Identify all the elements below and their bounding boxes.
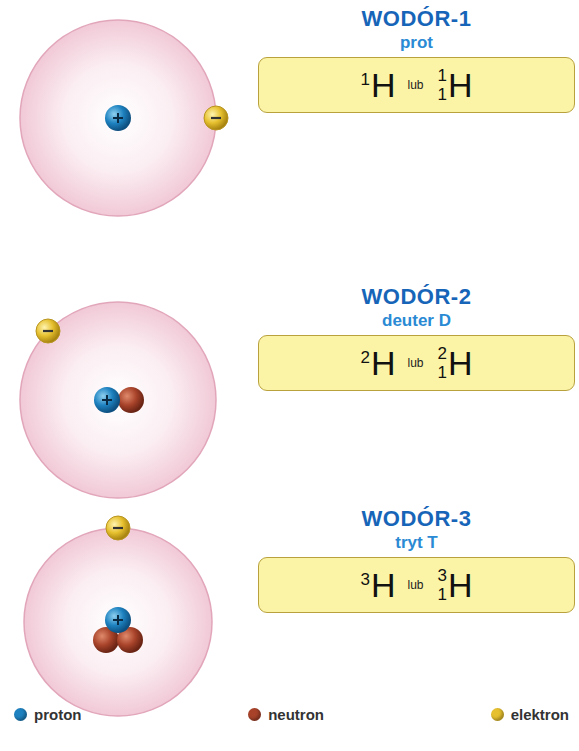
isotope-formula: 3Hlub31H (360, 565, 472, 605)
isotope-common-name: prot (258, 32, 575, 53)
isotope-formula: 1Hlub11H (360, 65, 472, 105)
hydrogen-3-atom (24, 516, 212, 716)
legend: proton neutron elektron (14, 706, 569, 723)
atomic-number: 1 (438, 364, 447, 381)
element-symbol: H (371, 565, 396, 605)
isotope-name: WODÓR-3 (258, 506, 575, 532)
isotope-box: WODÓR-1prot1Hlub11H (258, 6, 575, 113)
legend-swatch (248, 708, 261, 721)
connector-word: lub (407, 356, 423, 370)
isotope-name: WODÓR-2 (258, 284, 575, 310)
legend-item: proton (14, 706, 81, 723)
mass-number: 2 (438, 345, 447, 362)
atomic-number: 1 (438, 586, 447, 603)
isotope-numbers: 3 (360, 571, 369, 600)
element-symbol: H (448, 65, 473, 105)
legend-item: neutron (248, 706, 324, 723)
formula-box: 1Hlub11H (258, 57, 575, 113)
legend-text: proton (34, 706, 81, 723)
isotope-numbers: 31 (438, 567, 447, 603)
legend-item: elektron (491, 706, 569, 723)
element-symbol: H (448, 343, 473, 383)
legend-text: elektron (511, 706, 569, 723)
element-symbol: H (371, 343, 396, 383)
isotope-box: WODÓR-2deuter D2Hlub21H (258, 284, 575, 391)
isotope-numbers: 21 (438, 345, 447, 381)
mass-number: 1 (438, 67, 447, 84)
connector-word: lub (407, 78, 423, 92)
mass-number: 3 (360, 571, 369, 588)
formula-box: 3Hlub31H (258, 557, 575, 613)
isotope-numbers: 11 (438, 67, 447, 103)
isotope-numbers: 1 (360, 71, 369, 100)
legend-text: neutron (268, 706, 324, 723)
isotope-numbers: 2 (360, 349, 369, 378)
element-symbol: H (448, 565, 473, 605)
isotope-formula: 2Hlub21H (360, 343, 472, 383)
mass-number: 2 (360, 349, 369, 366)
mass-number: 3 (438, 567, 447, 584)
atomic-number: 1 (438, 86, 447, 103)
isotope-name: WODÓR-1 (258, 6, 575, 32)
hydrogen-1-atom (20, 20, 228, 216)
legend-swatch (491, 708, 504, 721)
hydrogen-2-atom (20, 302, 216, 498)
mass-number: 1 (360, 71, 369, 88)
connector-word: lub (407, 578, 423, 592)
formula-box: 2Hlub21H (258, 335, 575, 391)
legend-swatch (14, 708, 27, 721)
isotope-common-name: deuter D (258, 310, 575, 331)
isotope-box: WODÓR-3tryt T3Hlub31H (258, 506, 575, 613)
element-symbol: H (371, 65, 396, 105)
isotope-common-name: tryt T (258, 532, 575, 553)
